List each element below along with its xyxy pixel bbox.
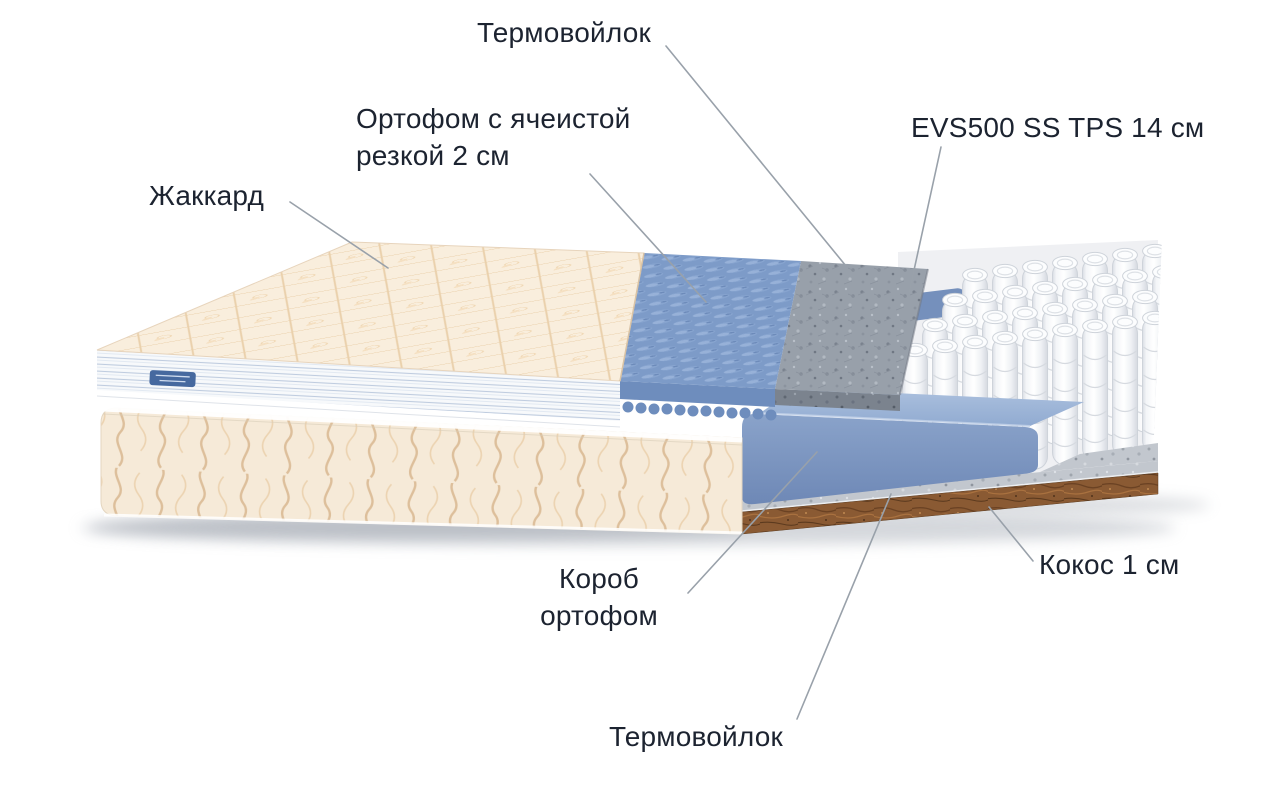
label-thermofelt-bottom: Термовойлок [609, 721, 783, 752]
label-jacquard: Жаккард [149, 180, 265, 211]
leader-coconut [988, 506, 1034, 562]
bottom-piping [103, 513, 743, 535]
quilt-border-band [97, 350, 620, 423]
bottom-felt-layer [742, 461, 1158, 512]
leader-thermofelt-bottom [796, 493, 892, 720]
box-foam-front [742, 413, 1038, 505]
leader-box-orthofoam [687, 451, 818, 594]
brand-tag [149, 370, 196, 388]
label-springs: EVS500 SS TPS 14 см [911, 112, 1205, 143]
label-thermofelt-top: Термовойлок [477, 17, 651, 48]
leader-orthofoam-cut [589, 173, 707, 303]
bottom-felt-top-face [1040, 443, 1158, 472]
bottom-base-layers [741, 443, 1159, 535]
leader-jacquard [289, 201, 389, 269]
leader-thermofelt-top [665, 45, 847, 267]
leader-lines [289, 45, 1034, 720]
label-orthofoam-cut: Ортофом с ячеистой резкой 2 см [356, 103, 631, 171]
leader-springs [908, 146, 942, 294]
mattress-side-fabric [100, 406, 743, 535]
label-box-orthofoam: Короб ортофом [540, 563, 658, 631]
label-coconut: Кокос 1 см [1039, 549, 1180, 580]
jacquard-quilt [96, 241, 645, 428]
top-piping [102, 406, 743, 443]
egg-foam-layer [620, 253, 801, 421]
felt-layer-top [775, 261, 929, 411]
